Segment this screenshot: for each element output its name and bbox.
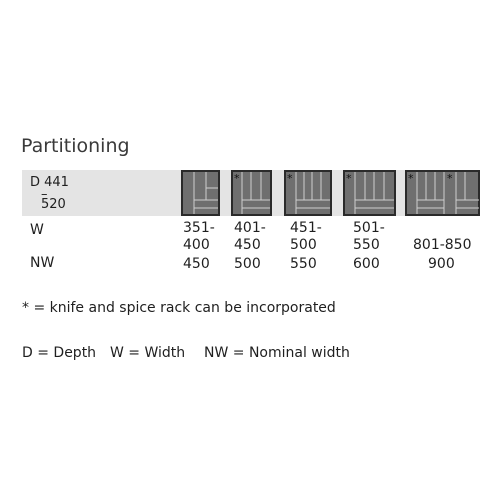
width-range-4-line1: 501-	[353, 220, 385, 236]
legend-depth: D = Depth	[22, 345, 97, 361]
legend-nominal-width: NW = Nominal width	[204, 345, 350, 361]
cutlery-insert-icon-4	[343, 170, 396, 216]
star-marker-3: *	[287, 172, 293, 185]
width-range-3-line1: 451-	[290, 220, 322, 236]
width-range-3-line2: 500	[290, 237, 317, 253]
nominal-width-1: 450	[183, 256, 210, 272]
row-label-nominal-width: NW	[30, 255, 55, 271]
nominal-width-2: 500	[234, 256, 261, 272]
width-range-5: 801-850	[413, 237, 472, 253]
legend-width: W = Width	[110, 345, 186, 361]
nominal-width-3: 550	[290, 256, 317, 272]
cutlery-insert-icon-5	[405, 170, 480, 216]
width-range-1-line2: 400	[183, 237, 210, 253]
cutlery-insert-icon-2	[231, 170, 272, 216]
depth-label-line2: 520	[41, 197, 66, 212]
nominal-width-4: 600	[353, 256, 380, 272]
star-marker-2: *	[234, 172, 240, 185]
star-marker-4: *	[346, 172, 352, 185]
star-marker-5-left: *	[408, 172, 414, 185]
cutlery-insert-icon-1	[181, 170, 220, 216]
depth-label-dash: –	[41, 187, 48, 202]
footnote: * = knife and spice rack can be incorpor…	[22, 300, 336, 316]
width-range-2-line2: 450	[234, 237, 261, 253]
width-range-2-line1: 401-	[234, 220, 266, 236]
row-label-width: W	[30, 222, 44, 238]
depth-label-line1: D 441	[30, 175, 69, 190]
page-title: Partitioning	[21, 135, 130, 157]
star-marker-5-right: *	[447, 172, 453, 185]
width-range-4-line2: 550	[353, 237, 380, 253]
nominal-width-5: 900	[428, 256, 455, 272]
width-range-1-line1: 351-	[183, 220, 215, 236]
cutlery-insert-icon-3	[284, 170, 332, 216]
